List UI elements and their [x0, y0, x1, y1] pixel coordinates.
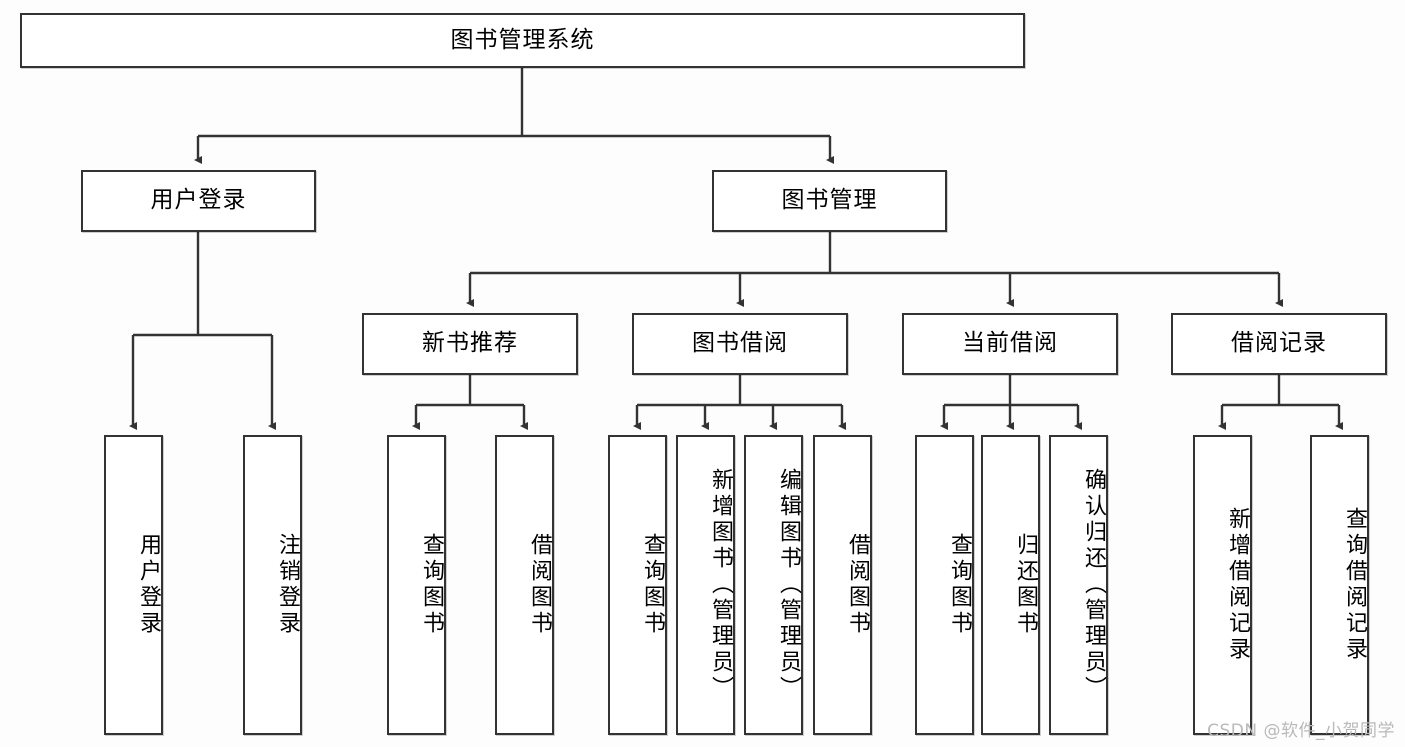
node-label: 编辑图书（管理员） — [776, 468, 801, 702]
node-label: 确认归还（管理员） — [1081, 468, 1106, 702]
node-leaf-query-book-recommend[interactable]: 查询图书 — [387, 435, 446, 735]
node-user-login[interactable]: 用户登录 — [81, 170, 316, 232]
node-new-book-recommend[interactable]: 新书推荐 — [362, 313, 578, 375]
node-current-borrow[interactable]: 当前借阅 — [902, 313, 1118, 375]
node-root-book-management-system[interactable]: 图书管理系统 — [20, 13, 1025, 68]
node-leaf-confirm-return[interactable]: 确认归还（管理员） — [1049, 435, 1108, 735]
node-label: 查询图书 — [947, 533, 972, 637]
node-leaf-user-logout[interactable]: 注销登录 — [243, 435, 302, 735]
node-label: 借阅图书 — [845, 533, 870, 637]
node-label: 图书管理系统 — [450, 26, 595, 53]
node-borrow-record[interactable]: 借阅记录 — [1171, 313, 1387, 375]
node-leaf-query-borrow-record[interactable]: 查询借阅记录 — [1310, 435, 1369, 735]
node-label: 当前借阅 — [962, 330, 1058, 357]
node-label: 新增图书（管理员） — [708, 468, 733, 702]
node-label: 新增借阅记录 — [1225, 507, 1250, 663]
node-label: 查询图书 — [419, 533, 444, 637]
node-leaf-query-book-borrow[interactable]: 查询图书 — [608, 435, 667, 735]
node-leaf-return-book[interactable]: 归还图书 — [981, 435, 1040, 735]
node-leaf-borrow-book-recommend[interactable]: 借阅图书 — [495, 435, 554, 735]
node-label: 用户登录 — [136, 533, 161, 637]
node-label: 归还图书 — [1013, 533, 1038, 637]
node-book-borrow[interactable]: 图书借阅 — [632, 313, 848, 375]
node-leaf-add-borrow-record[interactable]: 新增借阅记录 — [1193, 435, 1252, 735]
node-label: 图书管理 — [781, 187, 878, 214]
node-label: 新书推荐 — [422, 330, 518, 357]
node-label: 注销登录 — [275, 533, 300, 637]
node-label: 用户登录 — [150, 187, 247, 214]
node-leaf-query-book-current[interactable]: 查询图书 — [915, 435, 974, 735]
node-label: 查询借阅记录 — [1342, 507, 1367, 663]
node-label: 查询图书 — [640, 533, 665, 637]
node-label: 借阅记录 — [1231, 330, 1327, 357]
node-label: 图书借阅 — [692, 330, 788, 357]
node-leaf-add-book[interactable]: 新增图书（管理员） — [676, 435, 735, 735]
csdn-watermark: CSDN @软件_小贺同学 — [1207, 721, 1395, 741]
node-leaf-user-login[interactable]: 用户登录 — [104, 435, 163, 735]
node-leaf-edit-book[interactable]: 编辑图书（管理员） — [744, 435, 803, 735]
node-book-management[interactable]: 图书管理 — [712, 170, 947, 232]
node-label: 借阅图书 — [527, 533, 552, 637]
node-leaf-borrow-book[interactable]: 借阅图书 — [813, 435, 872, 735]
